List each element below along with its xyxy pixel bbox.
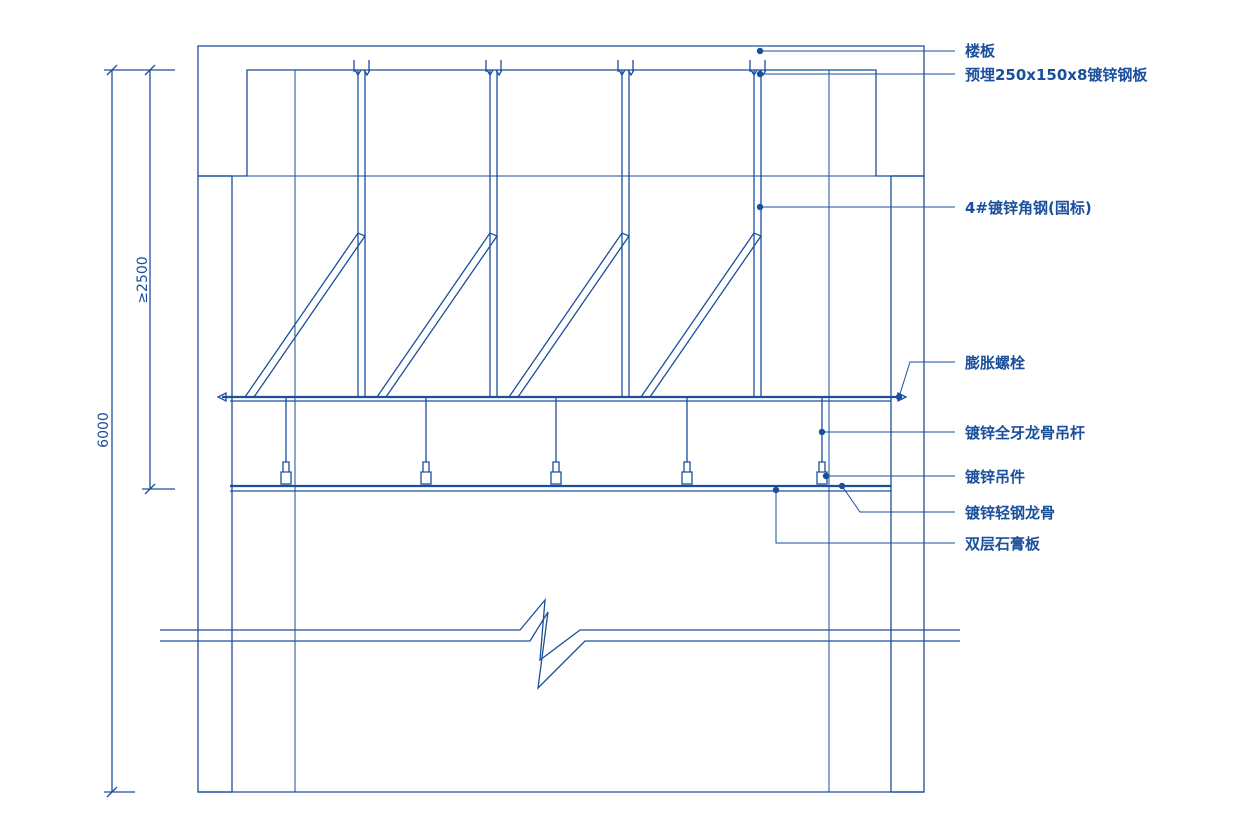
embedded-plates — [353, 60, 767, 77]
angle-steel-frame — [222, 70, 902, 402]
label-gypsum-board: 双层石膏板 — [965, 535, 1041, 553]
floor-slab — [197, 45, 925, 177]
dimension-min-depth: ≥2500 — [135, 64, 175, 495]
label-hanger-rod: 镀锌全牙龙骨吊杆 — [965, 424, 1085, 442]
hanger-rods — [280, 397, 828, 485]
break-line — [160, 598, 960, 690]
ceiling-board — [230, 484, 891, 492]
callout-labels: 楼板 预埋250x150x8镀锌钢板 4#镀锌角钢(国标) 膨胀螺栓 镀锌全牙龙… — [965, 42, 1148, 553]
leaders — [756, 47, 955, 544]
dimension-total-label: 6000 — [96, 412, 112, 448]
label-light-steel-keel: 镀锌轻钢龙骨 — [965, 504, 1055, 522]
label-expansion-bolt: 膨胀螺栓 — [965, 354, 1025, 372]
guide-lines — [198, 70, 924, 793]
label-hanger-clip: 镀锌吊件 — [965, 468, 1025, 486]
right-wall — [890, 175, 925, 793]
label-floor-slab: 楼板 — [965, 42, 996, 60]
left-wall — [197, 175, 233, 793]
label-angle-steel: 4#镀锌角钢(国标) — [965, 199, 1092, 217]
dimension-min-depth-label: ≥2500 — [135, 256, 151, 303]
dimension-total: 6000 — [96, 64, 175, 798]
label-embedded-plate: 预埋250x150x8镀锌钢板 — [965, 66, 1148, 84]
